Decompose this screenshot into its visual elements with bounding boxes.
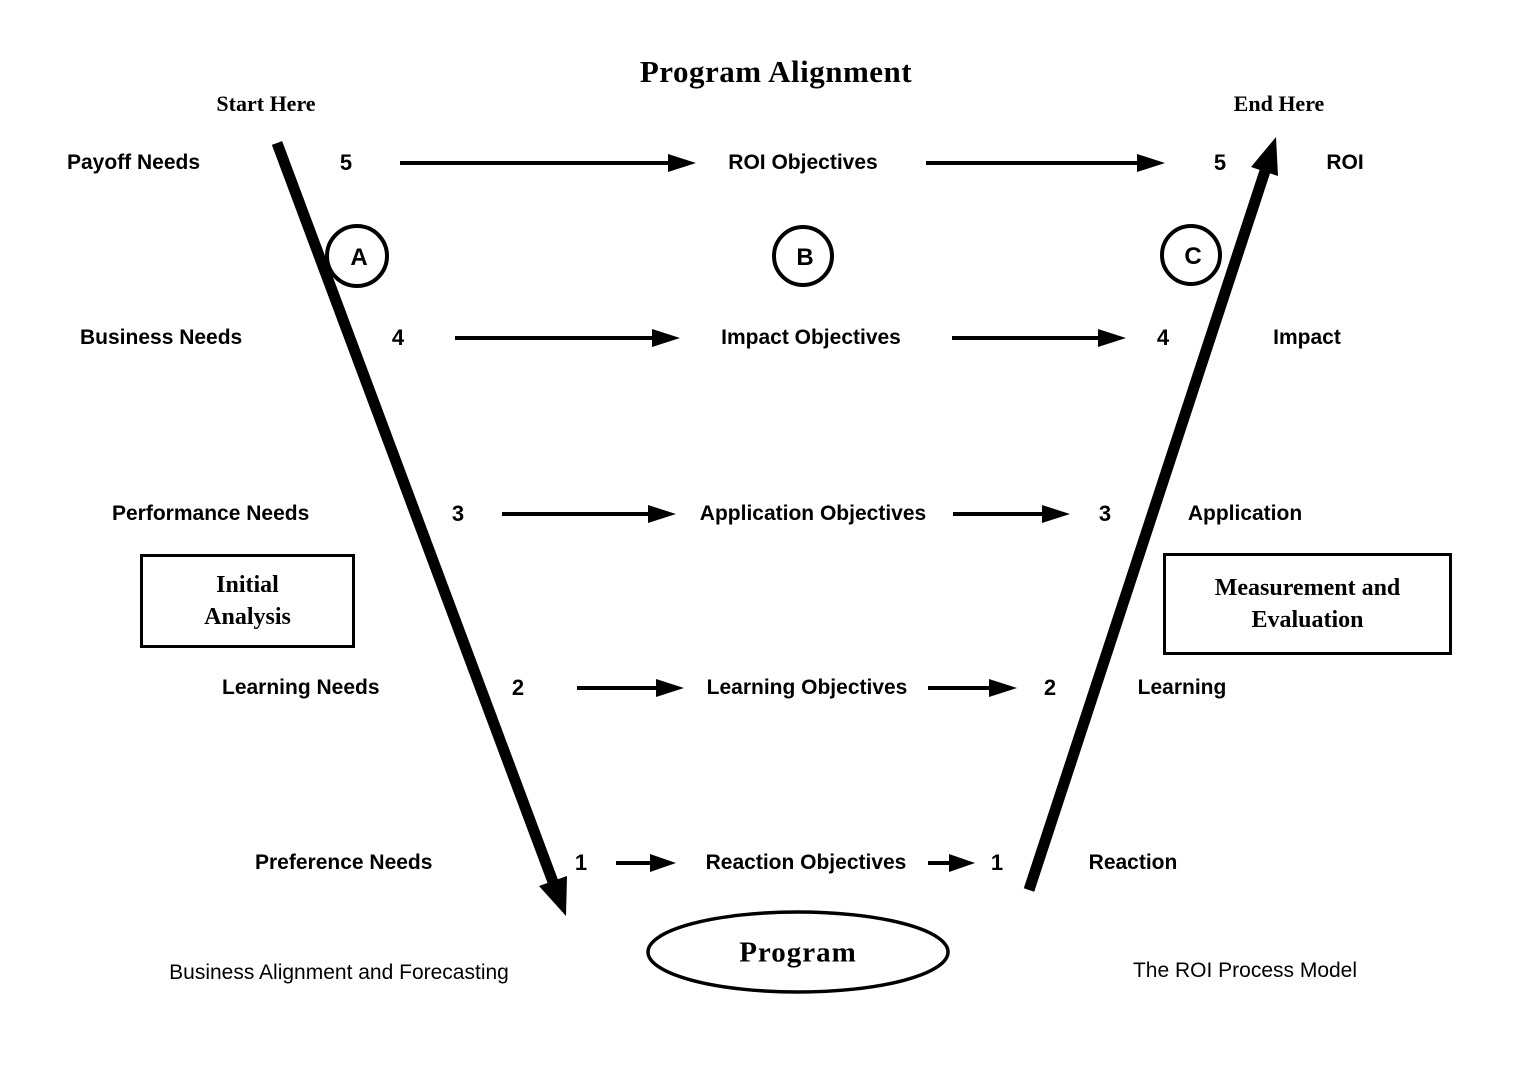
row2-arrow-right	[952, 329, 1126, 347]
row1-arrow-right	[926, 154, 1165, 172]
row5-arrow-right	[928, 854, 975, 872]
need-label-business: Business Needs	[80, 326, 243, 349]
objective-label-impact: Impact Objectives	[721, 326, 901, 349]
result-level-3: 3	[1098, 501, 1112, 526]
measurement-evaluation-diagonal-arrow	[1023, 137, 1278, 892]
result-label-roi: ROI	[1326, 151, 1364, 174]
result-label-reaction: Reaction	[1088, 851, 1178, 874]
initial-analysis-line1: Initial	[216, 571, 279, 598]
marker-c-label: C	[1184, 243, 1202, 270]
need-level-4: 4	[391, 325, 405, 350]
row5-arrow-left	[616, 854, 676, 872]
measurement-evaluation-line1: Measurement and	[1214, 574, 1401, 601]
row2-arrow-left	[455, 329, 680, 347]
measurement-evaluation-line2: Evaluation	[1251, 607, 1364, 633]
result-level-4: 4	[1156, 325, 1170, 350]
need-level-1: 1	[574, 850, 588, 875]
marker-a-label: A	[350, 244, 368, 271]
marker-b-circle	[772, 225, 834, 287]
result-level-2: 2	[1043, 675, 1057, 700]
row4-arrow-left	[577, 679, 684, 697]
end-here-label: End Here	[1233, 91, 1325, 116]
result-label-learning: Learning	[1137, 676, 1227, 699]
need-label-payoff: Payoff Needs	[67, 151, 201, 174]
need-level-2: 2	[511, 675, 525, 700]
initial-analysis-diagonal-arrow	[271, 141, 567, 916]
program-label: Program	[739, 936, 857, 969]
program-ellipse	[646, 910, 950, 994]
bottom-left-caption: Business Alignment and Forecasting	[169, 961, 509, 984]
row4-arrow-right	[928, 679, 1017, 697]
row3-arrow-left	[502, 505, 676, 523]
need-label-preference: Preference Needs	[255, 851, 433, 874]
need-level-3: 3	[451, 501, 465, 526]
page-title: Program Alignment	[639, 54, 913, 89]
need-label-performance: Performance Needs	[112, 502, 310, 525]
row3-arrow-right	[953, 505, 1070, 523]
result-level-1: 1	[990, 850, 1004, 875]
initial-analysis-line2: Analysis	[204, 604, 291, 630]
result-label-application: Application	[1187, 502, 1303, 525]
bottom-right-caption: The ROI Process Model	[1132, 959, 1358, 982]
objective-label-reaction: Reaction Objectives	[705, 851, 907, 874]
marker-b-label: B	[796, 244, 814, 271]
marker-a-circle	[325, 224, 389, 288]
result-level-5: 5	[1213, 150, 1227, 175]
marker-c-circle	[1160, 224, 1222, 286]
row1-arrow-left	[400, 154, 696, 172]
measurement-evaluation-box: Measurement and Evaluation	[1163, 553, 1452, 655]
need-level-5: 5	[339, 150, 353, 175]
initial-analysis-box: Initial Analysis	[140, 554, 355, 648]
start-here-label: Start Here	[216, 91, 316, 116]
objective-label-application: Application Objectives	[699, 502, 927, 525]
result-label-impact: Impact	[1273, 326, 1341, 349]
objective-label-roi: ROI Objectives	[728, 151, 878, 174]
objective-label-learning: Learning Objectives	[706, 676, 908, 699]
need-label-learning: Learning Needs	[222, 676, 380, 699]
